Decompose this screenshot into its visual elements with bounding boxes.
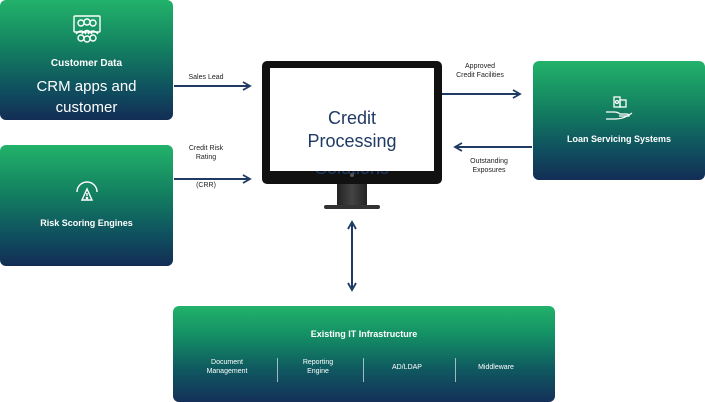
outstanding-label-line1: Outstanding [470, 158, 508, 165]
monitor: Credit Processing Solutions [262, 61, 442, 184]
monitor-logo [350, 173, 354, 177]
loan-servicing-title: Loan Servicing Systems [566, 134, 672, 144]
outstanding-label-line2: Exposures [472, 167, 506, 174]
it-infrastructure-box: Existing IT Infrastructure Document Mana… [173, 306, 555, 402]
sales-lead-label: Sales Lead [188, 74, 224, 81]
hand-money-icon [606, 96, 633, 120]
monitor-stand [337, 184, 367, 206]
crr-label: (CRR) [196, 182, 216, 189]
infra-item-label-line1: Middleware [478, 364, 514, 371]
credit-risk-label-line1: Credit Risk [188, 145, 224, 152]
credit-processing-title: Credit Processing [270, 107, 434, 153]
monitor-screen: Credit Processing [270, 68, 434, 171]
approved-label-line1: Approved [465, 63, 495, 70]
customer-data-box: Customer Data CRM apps and customer [0, 0, 173, 120]
infra-divider [455, 358, 456, 382]
approved-label: Approved Credit Facilities [444, 62, 516, 80]
infra-item-label-line1: Reporting [302, 359, 334, 366]
infra-item-reporting-engine: Reporting Engine [273, 358, 363, 376]
outstanding-label: Outstanding Exposures [454, 157, 524, 175]
infra-item-middleware: Middleware [451, 363, 541, 372]
gauge-warning-icon [75, 181, 98, 201]
approved-label-line2: Credit Facilities [456, 72, 504, 79]
infra-item-label-line2: Management [206, 368, 248, 375]
it-infrastructure-title: Existing IT Infrastructure [310, 329, 418, 339]
infra-item-label-line2: Engine [307, 368, 329, 375]
infra-item-label-line1: AD/LDAP [392, 364, 422, 371]
customer-data-line1: CRM apps and [36, 78, 137, 95]
infra-divider [277, 358, 278, 382]
infra-item-document-management: Document Management [182, 358, 272, 376]
center-title-line2: Processing [307, 131, 397, 151]
center-title-line1: Credit [327, 108, 376, 128]
risk-scoring-title: Risk Scoring Engines [40, 218, 133, 228]
risk-scoring-box: Risk Scoring Engines [0, 145, 173, 266]
infra-divider [363, 358, 364, 382]
customer-data-title: Customer Data [50, 58, 123, 69]
loan-servicing-box: Loan Servicing Systems [533, 61, 705, 180]
infra-item-ad-ldap: AD/LDAP [362, 363, 452, 372]
infra-item-label-line1: Document [211, 359, 243, 366]
monitor-foot [324, 205, 380, 209]
credit-risk-label-line2: Rating [195, 154, 217, 161]
customer-data-line2: customer [55, 99, 118, 116]
credit-risk-label: Credit Risk Rating [180, 144, 232, 162]
people-group-icon [72, 15, 101, 43]
